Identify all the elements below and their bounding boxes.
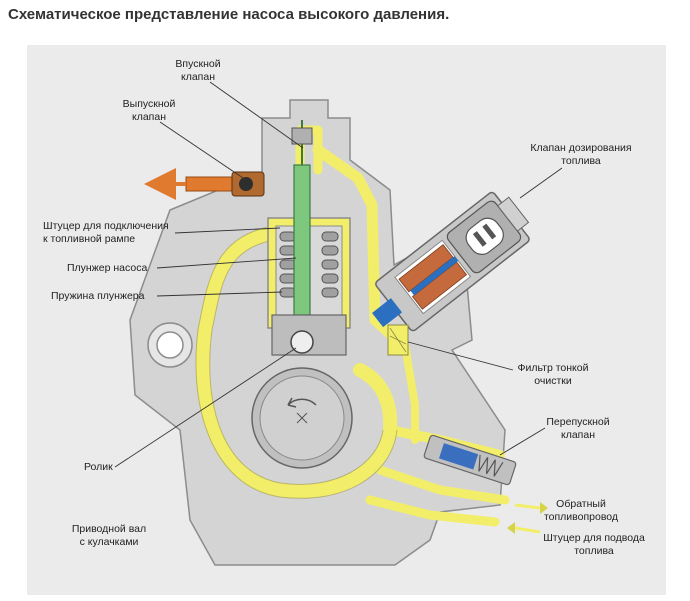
metering-valve: [372, 191, 530, 332]
plunger-spring: [279, 231, 339, 298]
fine-filter: [387, 324, 409, 356]
fuel-channels: [195, 125, 510, 527]
drive-shaft-cam: [251, 367, 353, 469]
roller: [290, 330, 314, 354]
leader-lines: [114, 81, 563, 468]
label-plunger: Плунжер насоса: [67, 262, 148, 274]
bypass-valve: [423, 434, 517, 486]
label-roller: Ролик: [84, 461, 113, 473]
outlet-valve-ball: [239, 177, 253, 191]
flow-arrows: [514, 503, 541, 534]
roller-tappet: [271, 314, 347, 356]
label-plunger-spring: Пружина плунжера: [51, 290, 145, 302]
outlet-pipe: [144, 168, 265, 200]
page-title: Схематическое представление насоса высок…: [8, 6, 450, 23]
